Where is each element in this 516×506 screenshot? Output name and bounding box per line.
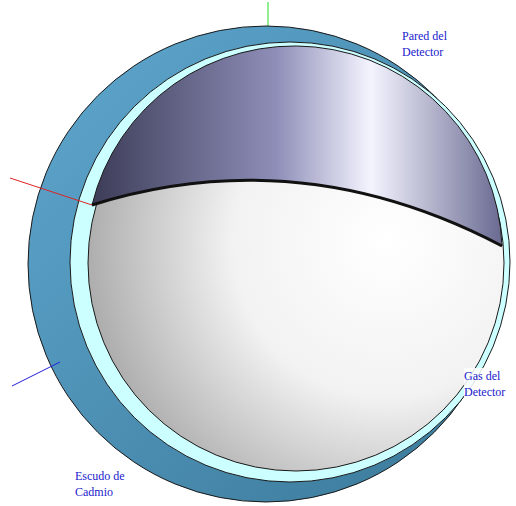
cut-edge (92, 180, 502, 246)
z-axis (12, 362, 60, 386)
x-axis (10, 178, 92, 205)
part-label: Escudo de Cadmio (75, 468, 137, 500)
part-label: Gas del Detector (464, 368, 514, 400)
detector-wall-ring (70, 42, 510, 482)
part-label: Pared del Detector (402, 28, 474, 60)
detector-wall-cap (92, 46, 502, 246)
